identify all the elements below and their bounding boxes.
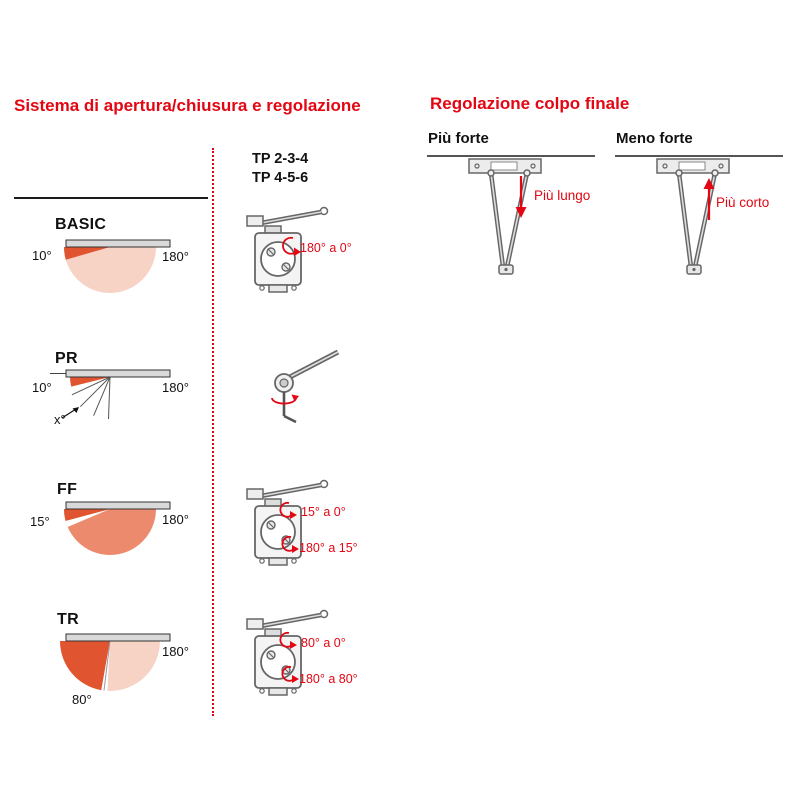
- row-label-basic: BASIC: [55, 216, 107, 233]
- door-leaf-bar: [65, 239, 171, 248]
- angle-right-label: 180°: [162, 380, 189, 395]
- angle-bottom-label: 80°: [72, 692, 92, 707]
- angle-right-label: 180°: [162, 512, 189, 527]
- ff-adjust-annotation-1: 15° a 0°: [301, 505, 346, 519]
- arrow-down-icon: [515, 176, 527, 218]
- angle-left-label: 10°: [32, 248, 52, 263]
- tr-adjust-annotation-2: 180° a 80°: [299, 672, 358, 686]
- angle-right-label: 180°: [162, 644, 189, 659]
- right-section-title: Regolazione colpo finale: [430, 94, 630, 113]
- meno-forte-diagram: [613, 146, 788, 286]
- row-label-tr: TR: [57, 611, 79, 628]
- tp-column-header: TP 2-3-4 TP 4-5-6: [252, 150, 308, 188]
- door-position-gap: [101, 641, 110, 691]
- closing-range-wedge: [64, 509, 110, 521]
- pr-swing-arc: [50, 369, 171, 420]
- tr-swing-arc: [60, 633, 171, 691]
- piu-lungo-label: Più lungo: [534, 188, 591, 203]
- adjustable-stop-lines: [71, 376, 111, 420]
- dotted-column-divider: [212, 148, 214, 716]
- angle-right-label: 180°: [162, 249, 189, 264]
- swing-area: [107, 641, 160, 691]
- door-leaf-bar: [65, 633, 171, 642]
- rotation-arrow-icon: [279, 501, 297, 519]
- angle-left-label: 10°: [32, 380, 52, 395]
- pr-mechanism-drawing: [246, 346, 346, 436]
- tr-mechanism-drawing: [225, 605, 335, 705]
- piu-forte-diagram: [425, 146, 600, 286]
- pr-swing-diagram: 10° 180° x°: [10, 368, 210, 430]
- ff-mechanism-drawing: [225, 475, 335, 575]
- rotation-arrow-icon: [271, 394, 299, 405]
- horizontal-rule: [14, 197, 208, 199]
- rotation-arrow-icon: [281, 535, 299, 553]
- row-label-ff: FF: [57, 481, 78, 498]
- basic-swing-arc: [64, 239, 171, 293]
- door-leaf-bar: [65, 501, 171, 510]
- rotation-arrow-icon: [279, 631, 297, 649]
- tp-header-line1: TP 2-3-4: [252, 151, 309, 167]
- ff-swing-arc: [64, 501, 171, 555]
- tr-swing-diagram: 180° 80°: [10, 632, 210, 712]
- swing-area: [64, 509, 156, 555]
- basic-swing-diagram: 10° 180°: [10, 238, 210, 308]
- door-position-gap: [65, 509, 110, 527]
- closing-range-wedge: [64, 247, 110, 260]
- angle-x-label: x°: [54, 412, 66, 427]
- tr-adjust-annotation-1: 80° a 0°: [301, 636, 346, 650]
- rotation-arrow-icon: [281, 665, 299, 683]
- piu-corto-label: Più corto: [716, 195, 770, 210]
- panel-title-meno-forte: Meno forte: [616, 130, 693, 147]
- x-angle-arrow-icon: [61, 407, 79, 419]
- angle-left-label: 15°: [30, 514, 50, 529]
- arrow-up-icon: [703, 178, 715, 220]
- door-position-line: [103, 640, 111, 691]
- row-label-pr: PR: [55, 350, 78, 367]
- door-leaf-bar: [65, 369, 171, 378]
- closing-range-wedge: [70, 377, 110, 387]
- basic-adjust-annotation: 180° a 0°: [300, 241, 352, 255]
- swing-area: [64, 247, 156, 293]
- ff-swing-diagram: 15° 180°: [10, 500, 210, 572]
- rotation-arrow-icon: [282, 236, 301, 256]
- panel-title-piu-forte: Più forte: [428, 130, 489, 147]
- basic-mechanism-drawing: [225, 202, 335, 302]
- left-section-title: Sistema di apertura/chiusura e regolazio…: [14, 96, 361, 115]
- tp-header-line2: TP 4-5-6: [252, 170, 309, 186]
- closing-range-region: [60, 641, 110, 691]
- ff-adjust-annotation-2: 180° a 15°: [299, 541, 358, 555]
